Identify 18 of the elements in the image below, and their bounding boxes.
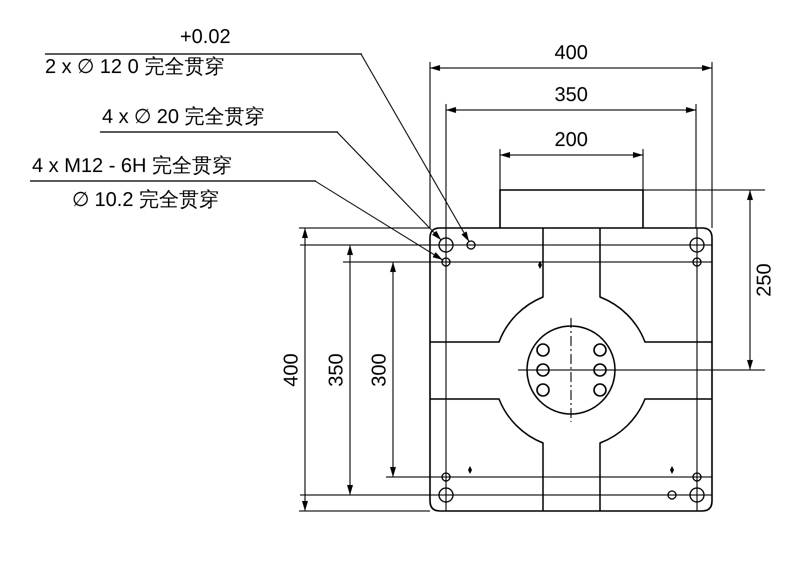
dimension-value: 200 — [554, 129, 588, 151]
callout-text: 4 x ∅ 20 完全贯穿 — [101, 106, 266, 128]
hole — [466, 240, 476, 250]
dimension-value: 300 — [368, 353, 390, 387]
dimension-value: 400 — [554, 42, 588, 64]
dimension-value: 350 — [554, 84, 588, 106]
callout-text: ∅ 10.2 完全贯穿 — [72, 189, 220, 211]
hole — [441, 257, 451, 267]
callout-text: +0.02 — [180, 26, 231, 48]
leader-line — [360, 54, 470, 242]
leader-line — [336, 132, 442, 240]
leader-line — [314, 180, 444, 260]
callout-text: 2 x ∅ 12 0 完全贯穿 — [45, 56, 226, 78]
dimension-value: 250 — [753, 263, 776, 297]
dimension-value: 350 — [325, 353, 348, 387]
hole — [438, 237, 454, 253]
dimension-value: 400 — [280, 353, 302, 387]
callout-text: 4 x M12 - 6H 完全贯穿 — [31, 155, 234, 177]
